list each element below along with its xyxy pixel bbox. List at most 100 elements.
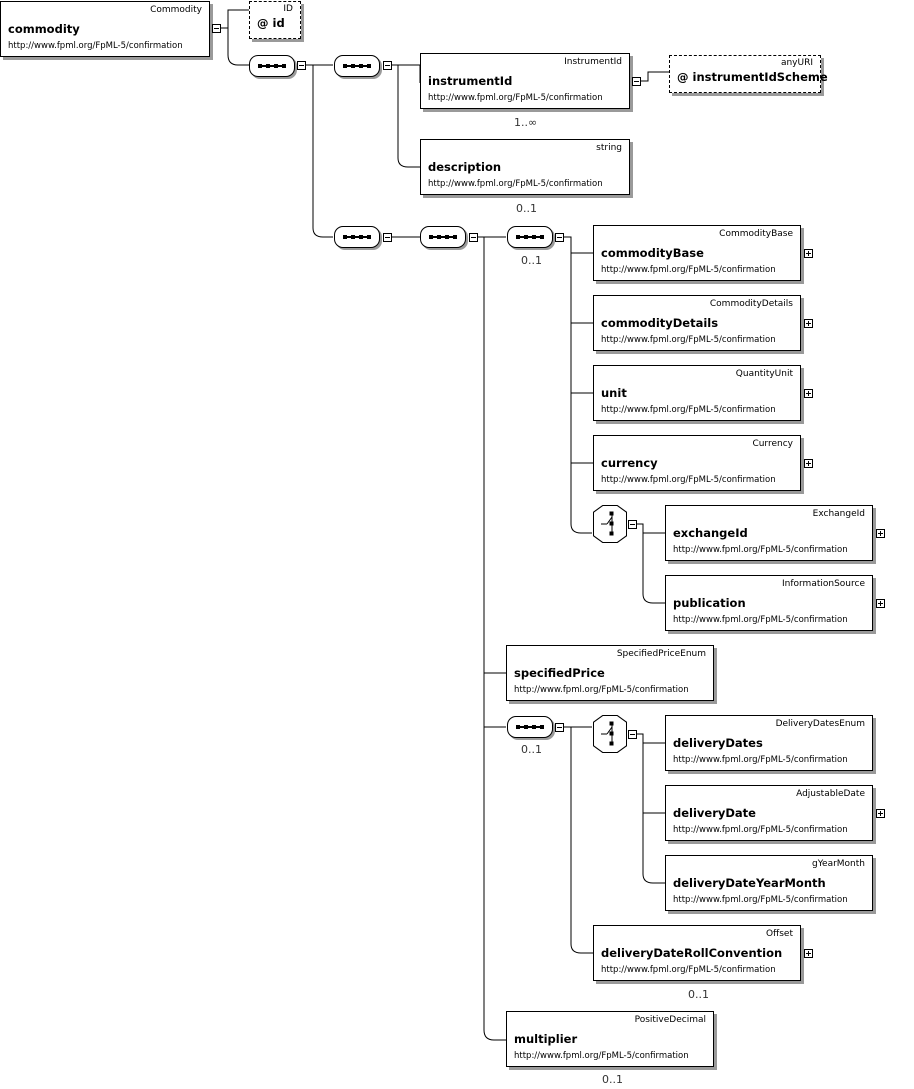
cardinality-label: 0..1 <box>516 202 537 215</box>
namespace-label: http://www.fpml.org/FpML-5/confirmation <box>673 545 848 555</box>
sequence-compositor[interactable] <box>334 226 380 248</box>
collapse-toggle[interactable] <box>555 723 564 732</box>
expand-toggle[interactable] <box>804 319 813 328</box>
attribute-name: @ instrumentIdScheme <box>677 70 828 84</box>
cardinality-label: 0..1 <box>688 988 709 1001</box>
element-deliveryDates[interactable]: DeliveryDatesEnum deliveryDates http://w… <box>665 715 873 771</box>
attribute-id[interactable]: ID @ id <box>249 1 301 39</box>
element-name: instrumentId <box>428 74 513 88</box>
choice-compositor[interactable] <box>593 715 627 753</box>
element-name: deliveryDate <box>673 806 756 820</box>
element-commodityBase[interactable]: CommodityBase commodityBase http://www.f… <box>593 225 801 281</box>
type-label: Currency <box>752 439 793 449</box>
element-name: exchangeId <box>673 526 748 540</box>
element-unit[interactable]: QuantityUnit unit http://www.fpml.org/Fp… <box>593 365 801 421</box>
element-publication[interactable]: InformationSource publication http://www… <box>665 575 873 631</box>
element-exchangeId[interactable]: ExchangeId exchangeId http://www.fpml.or… <box>665 505 873 561</box>
collapse-toggle[interactable] <box>383 61 392 70</box>
namespace-label: http://www.fpml.org/FpML-5/confirmation <box>601 405 776 415</box>
type-label: ExchangeId <box>812 509 865 519</box>
collapse-toggle[interactable] <box>383 233 392 242</box>
type-label: InstrumentId <box>564 57 622 67</box>
element-name: specifiedPrice <box>514 666 605 680</box>
element-name: publication <box>673 596 746 610</box>
collapse-toggle[interactable] <box>469 233 478 242</box>
element-specifiedPrice[interactable]: SpecifiedPriceEnum specifiedPrice http:/… <box>506 645 714 701</box>
type-label: CommodityDetails <box>709 299 793 309</box>
type-label: anyURI <box>780 58 813 68</box>
element-name: commodityBase <box>601 246 704 260</box>
collapse-toggle[interactable] <box>555 233 564 242</box>
element-name: multiplier <box>514 1032 578 1046</box>
element-commodity[interactable]: Commodity commodity http://www.fpml.org/… <box>0 1 210 57</box>
namespace-label: http://www.fpml.org/FpML-5/confirmation <box>673 755 848 765</box>
element-name: currency <box>601 456 658 470</box>
type-label: DeliveryDatesEnum <box>775 719 865 729</box>
element-name: deliveryDateRollConvention <box>601 946 783 960</box>
cardinality-label: 0..1 <box>521 254 542 267</box>
collapse-toggle[interactable] <box>212 24 221 33</box>
choice-compositor[interactable] <box>593 505 627 543</box>
namespace-label: http://www.fpml.org/FpML-5/confirmation <box>601 965 776 975</box>
cardinality-label: 0..1 <box>602 1073 623 1086</box>
namespace-label: http://www.fpml.org/FpML-5/confirmation <box>601 265 776 275</box>
type-label: string <box>596 143 622 153</box>
namespace-label: http://www.fpml.org/FpML-5/confirmation <box>428 179 603 189</box>
sequence-compositor[interactable] <box>507 226 553 248</box>
type-label: gYearMonth <box>812 859 865 869</box>
namespace-label: http://www.fpml.org/FpML-5/confirmation <box>673 825 848 835</box>
element-deliveryDateYearMonth[interactable]: gYearMonth deliveryDateYearMonth http://… <box>665 855 873 911</box>
cardinality-label: 0..1 <box>521 743 542 756</box>
choice-icon <box>601 721 614 746</box>
expand-toggle[interactable] <box>804 949 813 958</box>
sequence-compositor[interactable] <box>507 716 553 738</box>
choice-icon <box>601 511 614 536</box>
element-currency[interactable]: Currency currency http://www.fpml.org/Fp… <box>593 435 801 491</box>
attribute-instrumentIdScheme[interactable]: anyURI @ instrumentIdScheme <box>669 55 828 93</box>
element-name: deliveryDates <box>673 736 763 750</box>
namespace-label: http://www.fpml.org/FpML-5/confirmation <box>673 895 848 905</box>
expand-toggle[interactable] <box>876 809 885 818</box>
attribute-name: @ id <box>257 16 285 30</box>
element-instrumentId[interactable]: InstrumentId instrumentId http://www.fpm… <box>420 53 630 109</box>
element-commodityDetails[interactable]: CommodityDetails commodityDetails http:/… <box>593 295 801 351</box>
namespace-label: http://www.fpml.org/FpML-5/confirmation <box>428 93 603 103</box>
expand-toggle[interactable] <box>876 599 885 608</box>
type-label: CommodityBase <box>719 229 793 239</box>
type-label: PositiveDecimal <box>634 1015 706 1025</box>
expand-toggle[interactable] <box>804 389 813 398</box>
type-label: ID <box>283 4 293 14</box>
element-multiplier[interactable]: PositiveDecimal multiplier http://www.fp… <box>506 1011 714 1067</box>
expand-toggle[interactable] <box>876 529 885 538</box>
collapse-toggle[interactable] <box>628 730 637 739</box>
sequence-compositor[interactable] <box>420 226 466 248</box>
element-name: commodityDetails <box>601 316 719 330</box>
element-description[interactable]: string description http://www.fpml.org/F… <box>420 139 630 195</box>
type-label: SpecifiedPriceEnum <box>616 649 706 659</box>
namespace-label: http://www.fpml.org/FpML-5/confirmation <box>601 475 776 485</box>
element-name: description <box>428 160 502 174</box>
expand-toggle[interactable] <box>804 249 813 258</box>
type-label: Commodity <box>150 5 202 15</box>
namespace-label: http://www.fpml.org/FpML-5/confirmation <box>601 335 776 345</box>
namespace-label: http://www.fpml.org/FpML-5/confirmation <box>514 685 689 695</box>
expand-toggle[interactable] <box>804 459 813 468</box>
element-name: deliveryDateYearMonth <box>673 876 826 890</box>
element-deliveryDate[interactable]: AdjustableDate deliveryDate http://www.f… <box>665 785 873 841</box>
collapse-toggle[interactable] <box>297 61 306 70</box>
type-label: QuantityUnit <box>735 369 793 379</box>
collapse-toggle[interactable] <box>632 77 641 86</box>
namespace-label: http://www.fpml.org/FpML-5/confirmation <box>8 41 183 51</box>
element-name: commodity <box>8 22 80 36</box>
sequence-compositor[interactable] <box>249 55 295 77</box>
type-label: AdjustableDate <box>796 789 865 799</box>
cardinality-label: 1..∞ <box>514 116 538 129</box>
type-label: Offset <box>765 929 793 939</box>
namespace-label: http://www.fpml.org/FpML-5/confirmation <box>673 615 848 625</box>
sequence-compositor[interactable] <box>334 55 380 77</box>
collapse-toggle[interactable] <box>628 520 637 529</box>
element-name: unit <box>601 386 627 400</box>
element-deliveryDateRollConvention[interactable]: Offset deliveryDateRollConvention http:/… <box>593 925 801 981</box>
namespace-label: http://www.fpml.org/FpML-5/confirmation <box>514 1051 689 1061</box>
